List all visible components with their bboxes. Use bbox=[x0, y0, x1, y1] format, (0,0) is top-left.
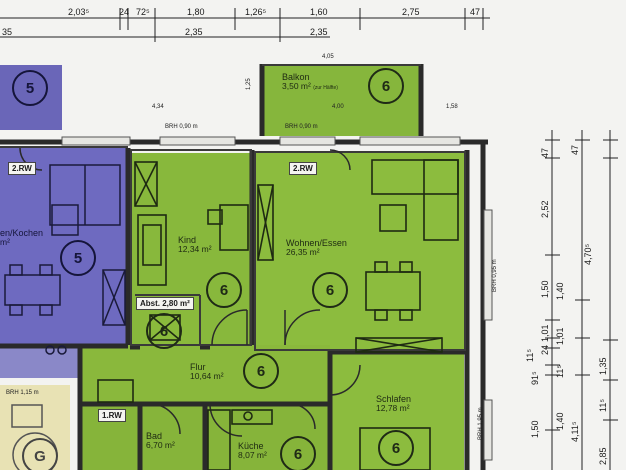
schlafen-area: 12,78 m² bbox=[376, 403, 410, 414]
dim-right-c1-4: 1,01 bbox=[540, 324, 550, 342]
dim-top-row2-2: 2,35 bbox=[185, 27, 203, 37]
dim-top-4: 1,80 bbox=[187, 7, 205, 17]
dim-top-1: 2,03⁵ bbox=[68, 7, 90, 17]
dim-right-c1-2: 2,52 bbox=[540, 200, 550, 218]
unit-badge-abst: 6 bbox=[146, 313, 182, 349]
dim-top-6: 1,60 bbox=[310, 7, 328, 17]
balkon-area-value: 3,50 m² bbox=[282, 81, 311, 92]
kind-label: Kind 12,34 m² bbox=[178, 235, 212, 255]
windows bbox=[61, 136, 493, 461]
dim-note-5: 4,34 bbox=[152, 104, 164, 110]
dim-right-c2b-1: 4,11⁵ bbox=[570, 421, 580, 442]
dim-right-c1-3: 1,50 bbox=[540, 280, 550, 298]
brh-label-4: BRH 1,95 m bbox=[478, 407, 484, 440]
dim-top-row2-1: 35 bbox=[2, 27, 13, 37]
rw-tag-flur: 1.RW bbox=[98, 409, 126, 422]
unit-badge-bottom-left: G bbox=[22, 438, 58, 470]
dim-top-8: 47 bbox=[470, 7, 481, 17]
brh-label-2: BRH 0,90 m bbox=[285, 124, 318, 130]
dim-right-c2-3: 11⁵ bbox=[555, 364, 565, 378]
kind-area: 12,34 m² bbox=[178, 244, 212, 255]
unit-badge-flur: 6 bbox=[243, 353, 279, 389]
rw-tag-left: 2.RW bbox=[8, 162, 36, 175]
brh-label-3: BRH 0,95 m bbox=[492, 259, 498, 292]
wohnen-area: 26,35 m² bbox=[286, 247, 320, 258]
unit-badge-wohnen: 6 bbox=[312, 272, 348, 308]
schlafen-name: Schlafen bbox=[376, 394, 412, 404]
left-kochen-name: en/Kochen bbox=[0, 228, 44, 238]
unit-badge-kind: 6 bbox=[206, 272, 242, 308]
dim-right-c1-7: 91⁵ bbox=[530, 371, 540, 385]
schlafen-label: Schlafen 12,78 m² bbox=[376, 394, 411, 414]
dim-top-row2-3: 2,35 bbox=[310, 27, 328, 37]
brh-label-1: BRH 0,90 m bbox=[165, 124, 198, 130]
wohnen-label: Wohnen/Essen 26,35 m² bbox=[286, 238, 347, 258]
dim-top-5: 1,26⁵ bbox=[245, 7, 267, 17]
balkon-label: Balkon 3,50 m² (zur Hälfte) bbox=[282, 72, 338, 92]
dim-note-4: 1,58 bbox=[446, 104, 458, 110]
kueche-name: Küche bbox=[238, 441, 264, 451]
dim-top-2: 24 bbox=[119, 7, 130, 17]
dim-right-c2-1: 1,40 bbox=[555, 282, 565, 300]
dim-right-c3-4: 11⁵ bbox=[598, 398, 608, 412]
unit-badge-left-top: 5 bbox=[12, 70, 48, 106]
abst-label: Abst. 2,80 m² bbox=[136, 297, 194, 310]
bad-label: Bad 6,70 m² bbox=[146, 431, 175, 451]
balkon-area: 3,50 m² (zur Hälfte) bbox=[282, 81, 338, 92]
wohnen-name: Wohnen/Essen bbox=[286, 238, 347, 248]
balkon-note: (zur Hälfte) bbox=[313, 85, 338, 92]
kueche-label: Küche 8,07 m² bbox=[238, 441, 267, 461]
dim-right-c3-2: 4,70⁵ bbox=[583, 243, 593, 265]
unit-6-area bbox=[80, 66, 464, 470]
dim-top-7: 2,75 bbox=[402, 7, 420, 17]
flur-name: Flur bbox=[190, 362, 206, 372]
dim-note-1: 4,05 bbox=[322, 54, 334, 60]
bad-name: Bad bbox=[146, 431, 163, 441]
kind-name: Kind bbox=[178, 235, 197, 245]
left-kochen-area: m² bbox=[0, 237, 10, 248]
kueche-area: 8,07 m² bbox=[238, 450, 267, 461]
dim-top-3: 72⁵ bbox=[136, 7, 150, 17]
dim-right-c3-5: 2,85 bbox=[598, 447, 608, 465]
dim-right-c1-5: 24 bbox=[540, 344, 550, 355]
unit-badge-balkon: 6 bbox=[368, 68, 404, 104]
rw-tag-wohnen: 2.RW bbox=[289, 162, 317, 175]
dim-note-3: 4,00 bbox=[332, 104, 344, 110]
dim-right-c3-3: 1,35 bbox=[598, 357, 608, 375]
dim-right-c2-2: 1,01 bbox=[555, 327, 565, 345]
dim-right-c1-6: 11⁵ bbox=[525, 348, 535, 362]
top-dimension-lines bbox=[0, 8, 490, 42]
unit-badge-schlafen: 6 bbox=[378, 430, 414, 466]
left-unit-area bbox=[0, 65, 128, 378]
flur-label: Flur 10,64 m² bbox=[190, 362, 224, 382]
bad-area: 6,70 m² bbox=[146, 440, 175, 451]
left-kochen-label: en/Kochen m² bbox=[0, 228, 43, 248]
unit-badge-left-kochen: 5 bbox=[60, 240, 96, 276]
balkon-name: Balkon bbox=[282, 72, 310, 82]
unit-badge-kueche: 6 bbox=[280, 436, 316, 470]
dim-right-c1-1: 47 bbox=[540, 147, 550, 158]
inner-walls bbox=[0, 64, 466, 351]
dim-right-c1-8: 1,50 bbox=[530, 420, 540, 438]
right-dimension-lines bbox=[545, 130, 618, 470]
dim-right-c3-1: 47 bbox=[570, 144, 580, 155]
dim-note-2: 1,25 bbox=[246, 78, 252, 90]
flur-area: 10,64 m² bbox=[190, 371, 224, 382]
doors bbox=[19, 147, 361, 437]
left-unit-furniture bbox=[4, 164, 126, 355]
dim-right-c2b-2: 1,40 bbox=[555, 412, 565, 430]
brh-label-5: BRH 1,15 m bbox=[6, 390, 39, 396]
